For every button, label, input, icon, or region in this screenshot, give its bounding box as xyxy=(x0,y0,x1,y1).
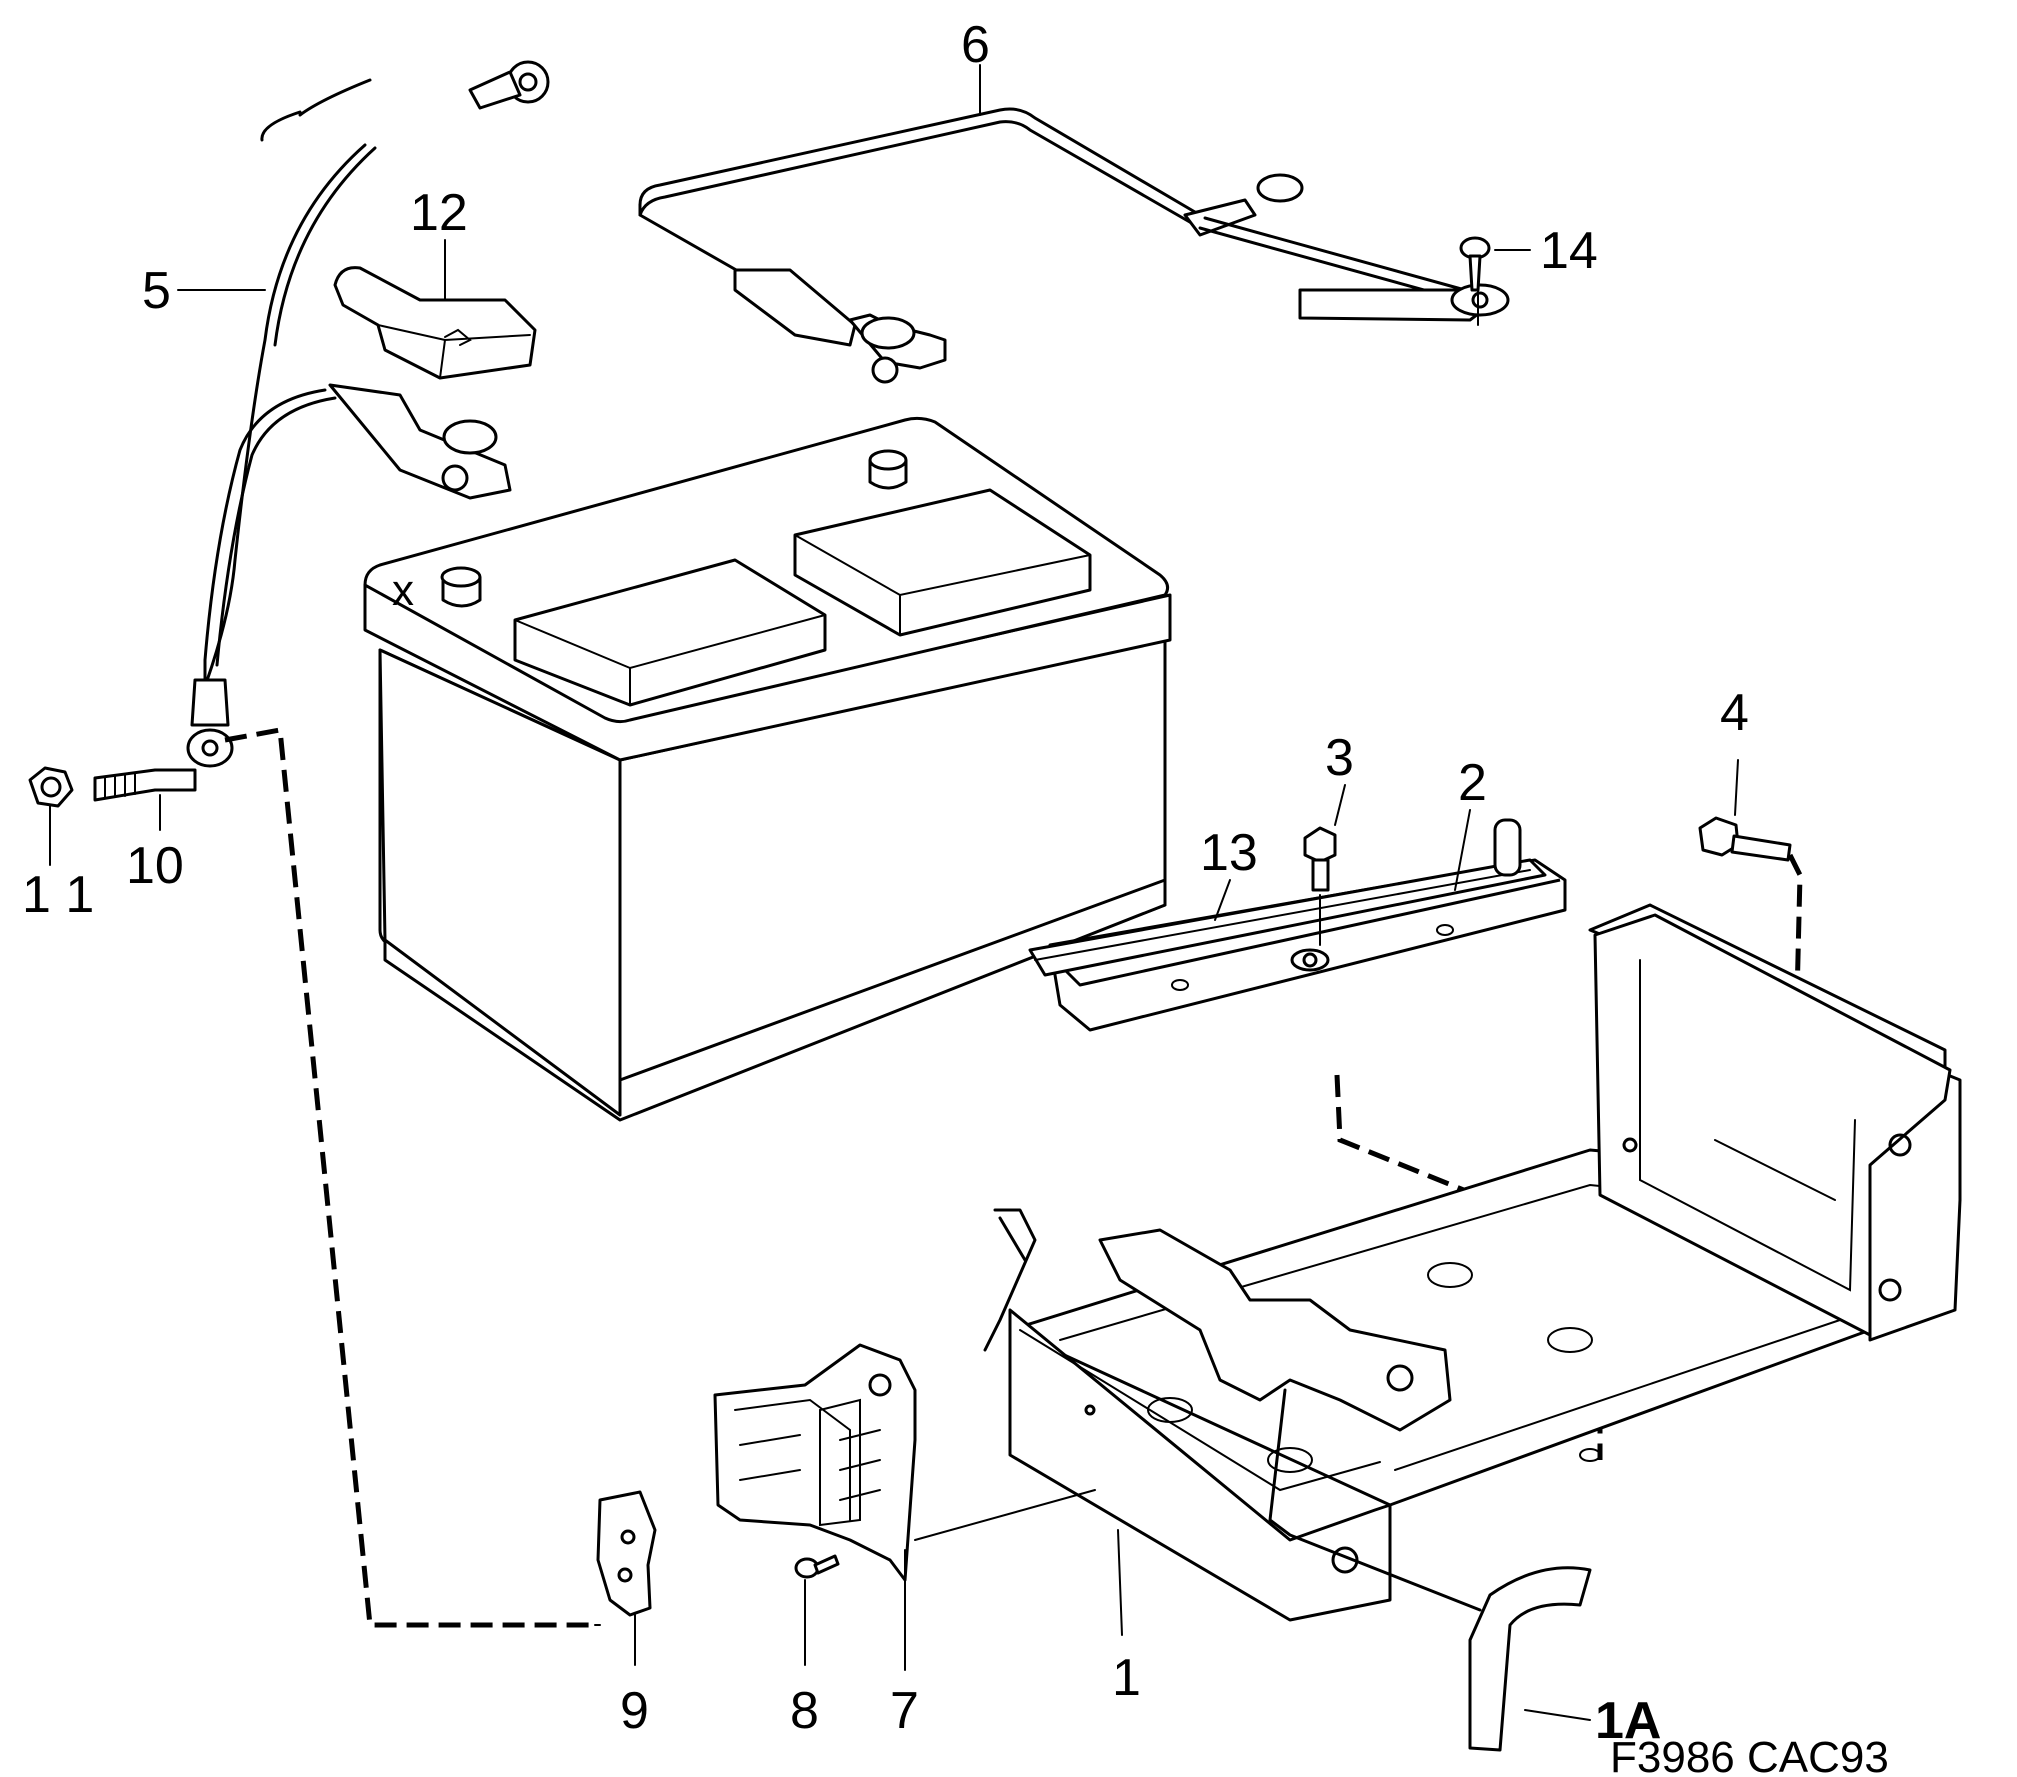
callout-12: 12 xyxy=(410,184,468,242)
battery-tray xyxy=(983,903,1962,1622)
drain-hose xyxy=(1468,1566,1592,1752)
callout-6: 6 xyxy=(961,16,990,74)
callout-14: 14 xyxy=(1540,222,1598,280)
callout-1: 1 xyxy=(1112,1649,1141,1707)
negative-cable xyxy=(186,60,550,768)
screw-8 xyxy=(794,1554,840,1579)
callout-8: 8 xyxy=(790,1682,819,1740)
callout-2: 2 xyxy=(1458,754,1487,812)
callout-10: 10 xyxy=(126,837,184,895)
callout-9: 9 xyxy=(620,1682,649,1740)
screw-14 xyxy=(1459,236,1491,292)
callout-7: 7 xyxy=(890,1682,919,1740)
callout-13: 13 xyxy=(1200,824,1258,882)
callout-11: 1 1 xyxy=(22,866,94,924)
fuse-bracket xyxy=(713,1343,917,1582)
positive-cable xyxy=(638,107,1510,384)
terminal-cover xyxy=(333,266,537,380)
battery: x xyxy=(363,416,1172,1122)
callout-5: 5 xyxy=(142,262,171,320)
callout-3: 3 xyxy=(1325,729,1354,787)
hold-down-clamp xyxy=(1028,818,1567,1032)
callout-1a: 1A xyxy=(1595,1692,1661,1750)
ground-dashed-line xyxy=(224,727,595,1628)
leader-lines xyxy=(49,64,1739,1721)
callout-4: 4 xyxy=(1720,684,1749,742)
ground-bolt-and-nut xyxy=(28,766,197,808)
cable-clip xyxy=(596,1490,657,1617)
battery-polarity-mark: x xyxy=(392,566,414,615)
figure-reference-code: F3986 CAC93 xyxy=(1610,1733,1889,1777)
bolt-3 xyxy=(1303,826,1337,946)
bolt-4 xyxy=(1698,816,1792,862)
